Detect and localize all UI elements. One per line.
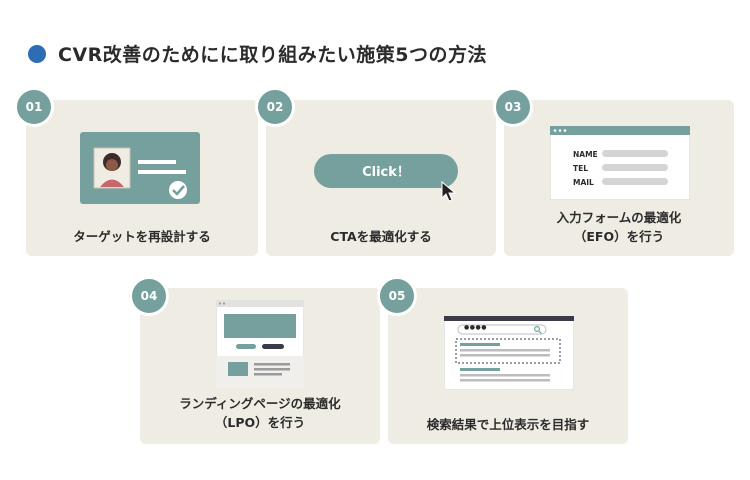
card-caption: 入力フォームの最適化 （EFO）を行う xyxy=(556,210,682,244)
card-04: ランディングページの最適化 （LPO）を行う xyxy=(140,288,380,444)
step-badge-05: 05 xyxy=(377,276,417,316)
form-icon xyxy=(550,126,690,200)
cta-button-label: Click！ xyxy=(362,165,410,180)
card-05: ●●●● 検索結果で上位表示を目指す xyxy=(388,288,628,444)
step-badge-02: 02 xyxy=(255,87,295,127)
step-badge-01: 01 xyxy=(14,87,54,127)
card-caption: ターゲットを再設計する xyxy=(73,229,211,244)
header: CVR改善のためにに取り組みたい施策5つの方法 xyxy=(28,40,487,67)
card-caption: ランディングページの最適化 （LPO）を行う xyxy=(179,396,341,430)
step-badge-03: 03 xyxy=(493,87,533,127)
cursor-icon xyxy=(441,180,457,202)
form-label-name: NAME xyxy=(573,150,598,159)
card-01: ターゲットを再設計する xyxy=(26,100,258,256)
click-button-icon xyxy=(314,154,458,188)
landing-page-icon xyxy=(216,300,304,388)
search-query-text: ●●●● xyxy=(464,324,487,331)
title-bullet xyxy=(28,44,46,63)
card-caption: CTAを最適化する xyxy=(330,229,432,244)
card-caption: 検索結果で上位表示を目指す xyxy=(426,417,590,432)
form-label-mail: MAIL xyxy=(573,178,594,187)
search-results-icon xyxy=(444,316,574,390)
form-label-tel: TEL xyxy=(573,164,589,173)
card-02: Click！ CTAを最適化する xyxy=(266,100,496,256)
step-badge-04: 04 xyxy=(129,276,169,316)
page-title: CVR改善のためにに取り組みたい施策5つの方法 xyxy=(58,44,488,66)
card-03: NAME TEL MAIL 入力フォームの最適化 （EFO）を行う xyxy=(504,100,734,256)
persona-card-icon xyxy=(80,132,200,204)
